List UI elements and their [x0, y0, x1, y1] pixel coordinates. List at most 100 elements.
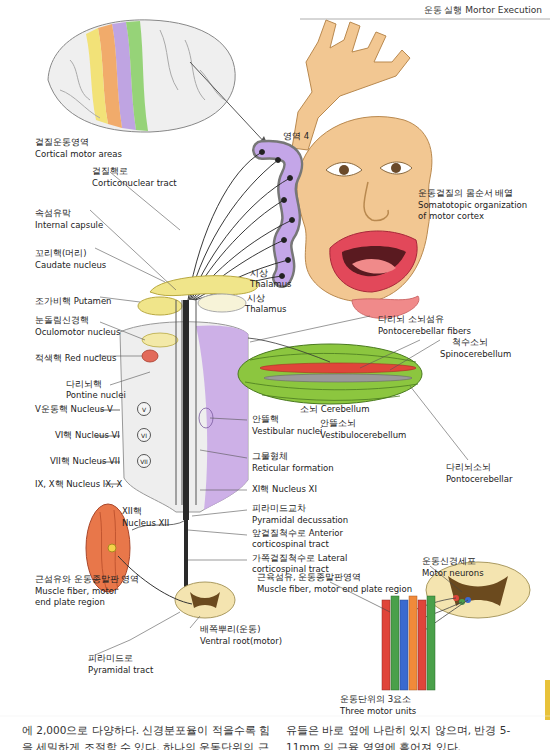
projection-fibers-part: [276, 158, 281, 163]
anatomy-label: 피라미드교차: [252, 503, 306, 514]
anatomy-label: 눈돌림신경핵: [35, 315, 89, 326]
anatomy-label: 꼬리핵(머리): [35, 248, 87, 259]
anatomy-label: Pontocerebellar fibers: [378, 326, 471, 337]
anatomy-label: Vestibular nuclei: [252, 426, 322, 437]
projection-fibers-part: [280, 274, 285, 279]
cerebellum: [238, 338, 422, 404]
basal-ganglia-part: [138, 297, 182, 315]
cranial-nerve-fibers-part: [95, 410, 120, 484]
projection-fibers-part: [286, 258, 291, 263]
anatomy-label: Spinocerebellum: [440, 349, 511, 360]
anatomy-label: Thalamus: [245, 304, 286, 315]
face-part: [364, 182, 388, 221]
face: [297, 117, 432, 319]
basal-ganglia-part: [150, 276, 258, 296]
anatomy-label: Ventral root(motor): [200, 636, 282, 647]
bottom-rule: [0, 716, 550, 717]
brain: [48, 20, 268, 146]
anatomy-label: Cortical motor areas: [35, 149, 122, 160]
anatomy-label: Muscle fiber, motor end plate region: [35, 586, 135, 607]
anatomy-label: Muscle fiber, motor end plate region: [257, 584, 432, 595]
anatomy-label: IX, X핵 Nucleus IX, X: [35, 479, 122, 490]
brainstem-part: [142, 333, 178, 347]
basal-ganglia-part: [198, 294, 246, 312]
anatomy-label: 다리뇌소뇌: [446, 462, 491, 473]
cerebellum-part: [238, 344, 422, 404]
cerebellum-part: [248, 338, 330, 362]
leader-lines-part: [90, 172, 180, 302]
anatomy-label: 척수소뇌: [452, 337, 488, 348]
header-rule-part: [300, 19, 550, 20]
projection-fibers-part: [260, 150, 265, 155]
anatomy-label: 조가비핵 Putamen: [35, 296, 112, 307]
spinal-cord-left-part: [190, 592, 220, 608]
brainstem-part: [142, 350, 158, 362]
left-muscle-part: [108, 544, 116, 552]
nucleus-circle: V: [137, 402, 151, 416]
brain-part: [190, 62, 268, 146]
face-part: [339, 165, 349, 175]
anatomy-label: 안뜰핵: [252, 414, 279, 425]
anatomy-label: 안뜰소뇌: [320, 418, 356, 429]
brain-part: [86, 28, 108, 124]
leader-lines-part: [95, 612, 200, 655]
anatomy-label: Caudate nucleus: [35, 260, 106, 271]
brainstem-part: [196, 325, 248, 510]
anatomy-label: 겉질핵로: [92, 166, 128, 177]
spinal-cord-left-part: [175, 582, 235, 618]
face-part: [352, 259, 396, 274]
nucleus-number: VII: [140, 458, 148, 465]
nucleus-circle: VII: [137, 454, 151, 468]
cerebellum-part: [260, 363, 416, 373]
face-part: [297, 117, 432, 302]
projection-fibers-part: [282, 198, 287, 203]
anatomy-label: VII핵 Nucleus VII: [50, 456, 120, 467]
anatomy-label: Motor neurons: [422, 568, 484, 579]
anatomy-label: Somatotopic organization of motor cortex: [418, 200, 536, 221]
face-part: [342, 246, 406, 276]
spinal-cord-right-part: [448, 576, 508, 606]
muscle-fibers-part: [391, 596, 399, 690]
anatomy-label: V운동핵 Nucleus V: [35, 404, 113, 415]
bottom-rule-part: [0, 716, 550, 717]
anatomy-label: 운동겉질의 몸순서 배열: [418, 188, 513, 199]
spinal-cord-left-part: [184, 520, 188, 590]
brain-part: [126, 21, 148, 131]
anatomy-label: 그물형체: [252, 451, 288, 462]
body-text: 유들은 바로 옆에 나란히 있지 않으며, 반경 5-11mm 의 근육 영역에…: [286, 722, 542, 750]
anatomy-label: 속섬유막: [35, 208, 71, 219]
anatomy-label: 배쪽뿌리(운동): [200, 624, 261, 635]
header-rule-part: [545, 680, 550, 720]
anatomy-label: Reticular formation: [252, 463, 334, 474]
face-part: [380, 162, 412, 174]
body-text: 에 2,000으로 다양하다. 신경분포율이 적을수록 힘을 세밀하게 조절할 …: [22, 722, 274, 750]
nucleus-number: VI: [141, 432, 147, 439]
anatomy-label: VI핵 Nucleus VI: [55, 430, 120, 441]
anatomy-label: XI핵 Nucleus XI: [252, 484, 317, 495]
spinal-cord-left: [118, 520, 235, 618]
muscle-fibers-part: [418, 600, 426, 690]
cerebellum-part: [264, 374, 412, 382]
cerebellum-part: [245, 353, 418, 400]
nucleus-number: V: [142, 406, 146, 413]
anatomy-label: 소뇌 Cerebellum: [300, 404, 369, 415]
motor-strip: [262, 150, 293, 278]
anatomy-label: 겉질운동영역: [35, 137, 89, 148]
brain-part: [48, 20, 235, 132]
anatomy-label: Pontine nuclei: [66, 390, 126, 401]
leader-lines-part: [188, 418, 247, 560]
basal-ganglia: [138, 276, 258, 315]
anatomy-label: 다리뇌 소뇌섬유: [378, 314, 444, 325]
motor-strip-part: [262, 150, 293, 278]
anatomy-label: Pyramidal decussation: [252, 515, 348, 526]
face-part: [391, 163, 401, 173]
anatomy-label: 앞겉질척수로 Anterior corticospinal tract: [252, 528, 370, 549]
anatomy-label: Corticonuclear tract: [92, 178, 177, 189]
anatomy-label: 시상: [247, 293, 265, 304]
anatomy-label: Pyramidal tract: [88, 665, 153, 676]
anatomy-label: XII핵: [122, 506, 142, 517]
anatomy-label: 운동단위의 3요소: [340, 694, 411, 705]
anatomy-label: 피라미드로: [88, 653, 133, 664]
anatomy-label: 적색핵 Red nucleus: [35, 353, 116, 364]
muscle-fibers-part: [427, 596, 435, 690]
